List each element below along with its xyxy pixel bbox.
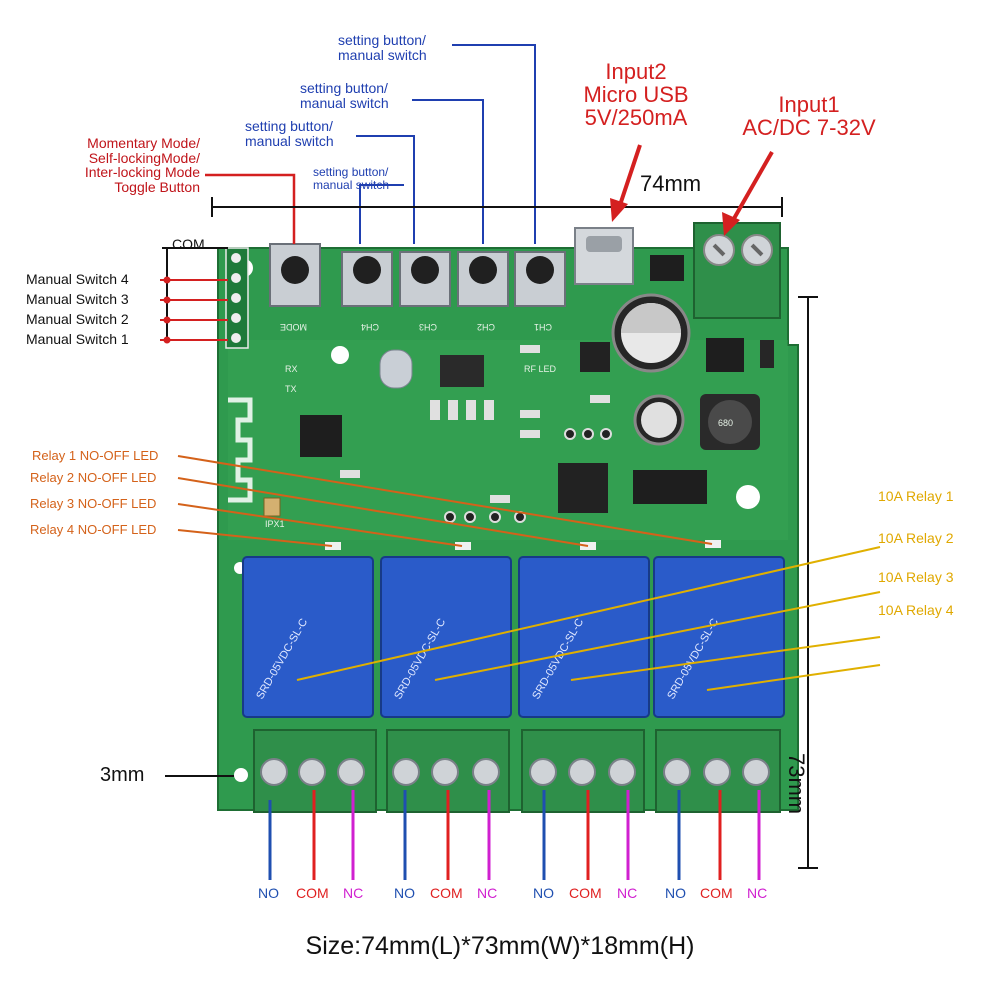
terminal-3-com: COM [430, 885, 463, 901]
svg-text:680: 680 [718, 418, 733, 428]
btn-label-ch1: CH1 [534, 322, 552, 332]
terminal-1-com: COM [700, 885, 733, 901]
relay-3 [380, 556, 512, 718]
svg-text:RX: RX [285, 364, 298, 374]
setting-label-ch3: setting button/manual switch [245, 118, 334, 149]
manual-switch-1-label: Manual Switch 1 [26, 331, 129, 347]
setting-leader-lines [356, 44, 536, 244]
relay-2-led-label: Relay 2 NO-OFF LED [30, 470, 157, 485]
terminal-1-nc: NC [747, 885, 768, 901]
input1-arrow [722, 151, 774, 236]
height-dimension-label: 73mm [784, 753, 809, 815]
svg-text:IPX1: IPX1 [265, 519, 285, 529]
terminal-1-no: NO [665, 885, 686, 901]
btn-label-ch3: CH3 [419, 322, 437, 332]
manual-switch-2-label: Manual Switch 2 [26, 311, 129, 327]
height-dimension [798, 296, 818, 869]
relay-2-label: 10A Relay 2 [878, 530, 954, 546]
relay-leader-lines [296, 546, 881, 691]
terminal-3-nc: NC [477, 885, 498, 901]
relay-4 [242, 556, 374, 718]
btn-label-ch4: CH4 [361, 322, 379, 332]
btn-label-ch2: CH2 [477, 322, 495, 332]
input2-arrow [610, 144, 642, 222]
power-screw-terminal[interactable] [693, 222, 781, 319]
mode-leader-line [205, 173, 296, 244]
terminal-2-no: NO [533, 885, 554, 901]
tactile-buttons[interactable] [269, 243, 566, 307]
svg-text:RF LED: RF LED [524, 364, 557, 374]
setting-label-ch4: setting button/manual switch [313, 165, 390, 192]
relay-4-label: 10A Relay 4 [878, 602, 954, 618]
terminal-wires [268, 790, 761, 880]
relay-1-label: 10A Relay 1 [878, 488, 954, 504]
manual-switch-4-label: Manual Switch 4 [26, 271, 129, 287]
relay-1-led-label: Relay 1 NO-OFF LED [32, 448, 159, 463]
relay-4-led-label: Relay 4 NO-OFF LED [30, 522, 157, 537]
switch-header[interactable] [225, 247, 249, 349]
setting-label-ch1: setting button/manual switch [338, 32, 427, 63]
width-dimension [211, 197, 783, 217]
terminal-3-no: NO [394, 885, 415, 901]
mode-button-label: Momentary Mode/ Self-lockingMode/ Inter-… [84, 135, 200, 196]
relay-3-label: 10A Relay 3 [878, 569, 954, 585]
terminal-2-nc: NC [617, 885, 638, 901]
terminal-4-com: COM [296, 885, 329, 901]
hole-dimension-label: 3mm [100, 764, 145, 786]
relay-3-led-label: Relay 3 NO-OFF LED [30, 496, 157, 511]
terminal-2-com: COM [569, 885, 602, 901]
manual-switch-lines [160, 247, 228, 344]
relays: SRD-05VDC-SL-C SRD-05VDC-SL-C SRD-05VDC-… [242, 556, 785, 718]
mount-hole-3mm [234, 768, 248, 782]
btn-label-mode: MODE [280, 322, 307, 332]
micro-usb-port[interactable] [574, 227, 634, 285]
setting-label-ch2: setting button/manual switch [300, 80, 389, 111]
svg-text:TX: TX [285, 384, 297, 394]
width-dimension-label: 74mm [640, 171, 702, 196]
manual-switch-3-label: Manual Switch 3 [26, 291, 129, 307]
terminal-4-nc: NC [343, 885, 364, 901]
led-leader-lines [177, 455, 713, 547]
size-caption: Size:74mm(L)*73mm(W)*18mm(H) [305, 932, 695, 960]
terminal-4-no: NO [258, 885, 279, 901]
com-label: COM [172, 236, 205, 252]
